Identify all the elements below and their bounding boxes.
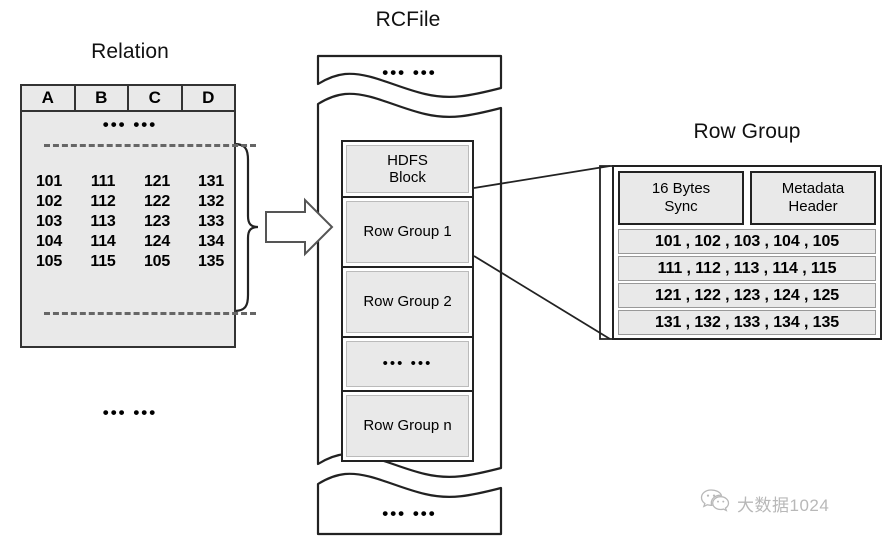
relation-cell: 121 (143, 173, 171, 190)
relation-column-c: C (129, 86, 183, 110)
watermark-text: 大数据1024 (737, 496, 830, 515)
column-data-row: 131 , 132 , 133 , 134 , 135 (618, 310, 876, 335)
connector-rowgroup-bottom (473, 255, 611, 340)
relation-cell: 111 (90, 173, 116, 190)
sync-marker-cell: 16 Bytes Sync (618, 171, 744, 225)
metadata-header-cell: Metadata Header (750, 171, 876, 225)
relation-cell: 134 (197, 233, 225, 250)
relation-cell: 135 (197, 253, 225, 270)
watermark: 大数据1024 (700, 488, 829, 519)
row-group-n: Row Group n (346, 395, 469, 457)
table-row: 103 113 123 133 (22, 212, 238, 232)
rcfile-title: RCFile (375, 8, 441, 31)
relation-cell: 124 (143, 233, 171, 250)
row-group-2: Row Group 2 (346, 271, 469, 333)
relation-cell: 114 (90, 233, 116, 250)
column-data-row: 121 , 122 , 123 , 124 , 125 (618, 283, 876, 308)
relation-cell: 133 (197, 213, 225, 230)
relation-cell: 115 (90, 253, 116, 270)
row-group-1: Row Group 1 (346, 201, 469, 263)
relation-column-a: A (22, 86, 76, 110)
relation-cell: 112 (90, 193, 116, 210)
table-row: 102 112 122 132 (22, 192, 238, 212)
rcfile-block-stack: HDFS Block Row Group 1 Row Group 2 ••• •… (341, 140, 474, 462)
row-group-column-rows: 101 , 102 , 103 , 104 , 105 111 , 112 , … (618, 229, 876, 335)
relation-cell: 131 (197, 173, 225, 190)
relation-brace (232, 142, 259, 313)
column-data-row: 111 , 112 , 113 , 114 , 115 (618, 256, 876, 281)
relation-top-ellipsis: ••• ••• (102, 115, 158, 134)
relation-bottom-ellipsis: ••• ••• (102, 403, 158, 422)
block-divider (343, 196, 472, 198)
row-group-header: 16 Bytes Sync Metadata Header (618, 171, 876, 225)
relation-header-row: A B C D (22, 86, 234, 112)
connector-rowgroup-top (473, 165, 611, 189)
row-group-ellipsis: ••• ••• (346, 341, 469, 387)
relation-group-dashed-bottom (44, 312, 256, 315)
relation-cell: 122 (143, 193, 171, 210)
relation-cell: 104 (35, 233, 63, 250)
table-row: 105 115 105 135 (22, 252, 238, 272)
table-row: 101 111 121 131 (22, 172, 238, 192)
relation-cell: 113 (90, 213, 116, 230)
block-divider (343, 390, 472, 392)
relation-cell: 102 (35, 193, 63, 210)
rcfile-top-ellipsis: ••• ••• (382, 63, 437, 82)
relation-cell: 105 (35, 253, 63, 270)
relation-cell: 103 (35, 213, 63, 230)
block-divider (343, 266, 472, 268)
relation-column-b: B (75, 86, 129, 110)
wechat-icon (700, 488, 730, 519)
relation-data-rows: 101 111 121 131 102 112 122 132 103 113 … (22, 172, 238, 272)
rcfile-top-fragment (316, 54, 503, 98)
hdfs-block: HDFS Block (346, 145, 469, 193)
flow-arrow (265, 197, 334, 257)
relation-column-d: D (182, 86, 234, 110)
relation-table: A B C D ••• ••• 101 111 121 131 102 112 … (20, 84, 256, 421)
rcfile-bottom-fragment (316, 472, 503, 536)
relation-cell: 101 (35, 173, 63, 190)
relation-title: Relation (91, 40, 169, 63)
column-data-row: 101 , 102 , 103 , 104 , 105 (618, 229, 876, 254)
table-row: 104 114 124 134 (22, 232, 238, 252)
row-group-detail-panel: 16 Bytes Sync Metadata Header 101 , 102 … (612, 165, 882, 340)
rowgroup-title: Row Group (693, 120, 801, 143)
relation-cell: 123 (143, 213, 171, 230)
rcfile-bottom-ellipsis: ••• ••• (382, 504, 437, 523)
block-divider (343, 336, 472, 338)
relation-group-dashed-top (44, 144, 256, 147)
relation-cell: 105 (143, 253, 171, 270)
relation-cell: 132 (197, 193, 225, 210)
rowgroup-left-bracket (599, 165, 612, 340)
